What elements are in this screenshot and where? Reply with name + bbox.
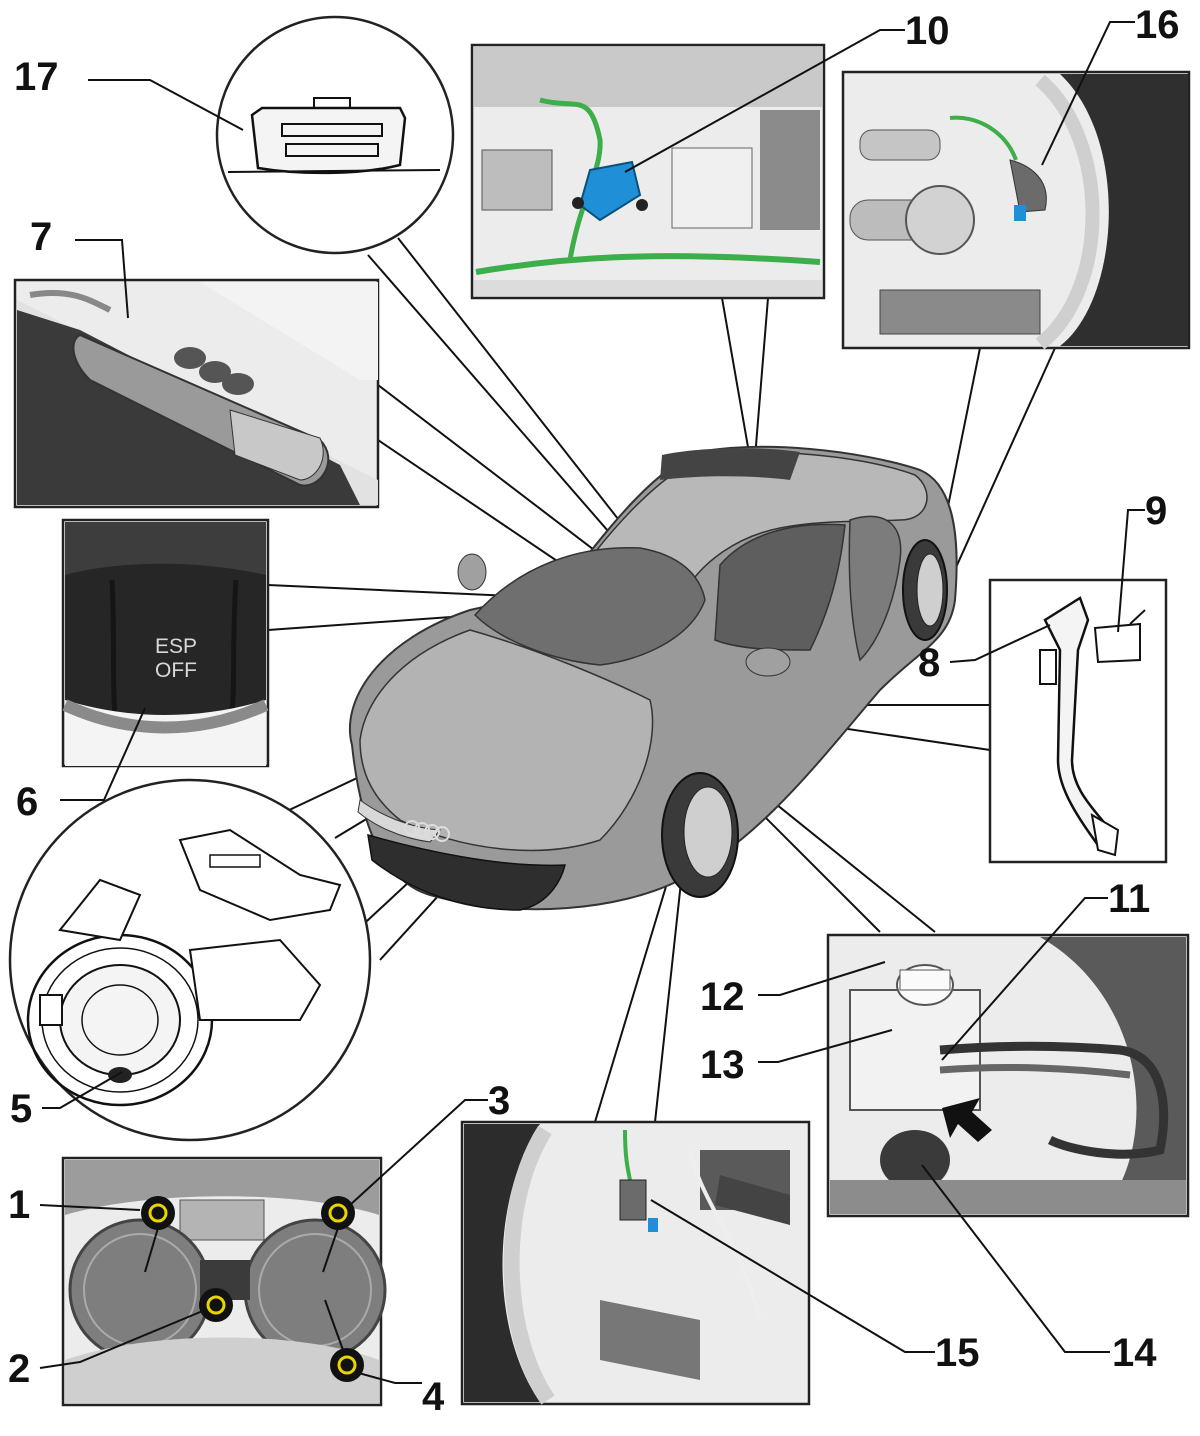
esp-button-text-line1: ESP <box>155 635 197 658</box>
callout-16: 16 <box>1135 3 1180 47</box>
detail-panel-1-4-instrument-cluster <box>61 1156 387 1407</box>
callout-5: 5 <box>10 1087 32 1131</box>
detail-panel-16-rear-sensor <box>841 70 1191 350</box>
detail-panel-8-9-pedal <box>988 578 1168 864</box>
callout-8: 8 <box>918 641 940 685</box>
callout-leaders <box>39 21 1145 1384</box>
callout-numbers: 17 7 6 5 1 2 3 4 10 16 9 8 11 12 13 14 1… <box>8 3 1180 1419</box>
callout-14: 14 <box>1112 1331 1157 1375</box>
callout-4: 4 <box>422 1375 445 1419</box>
detail-panel-11-14-abs-unit <box>826 933 1190 1218</box>
callout-12: 12 <box>700 975 745 1019</box>
callout-6: 6 <box>16 780 38 824</box>
callout-3: 3 <box>488 1079 510 1123</box>
callout-15: 15 <box>935 1331 980 1375</box>
detail-panel-10-sensor <box>470 43 826 300</box>
detail-panel-7-console <box>13 278 380 509</box>
detail-circle-17-connector <box>215 15 455 255</box>
detail-panel-6-esp-button: ESP OFF <box>61 518 270 768</box>
callout-1: 1 <box>8 1183 30 1227</box>
callout-2: 2 <box>8 1347 30 1391</box>
detail-panel-15-front-sensor <box>460 1120 811 1406</box>
car-illustration <box>348 445 958 911</box>
callout-9: 9 <box>1145 489 1167 533</box>
esp-button-text-line2: OFF <box>155 659 197 682</box>
callout-17: 17 <box>14 55 59 99</box>
callout-10: 10 <box>905 9 950 53</box>
callout-13: 13 <box>700 1043 745 1087</box>
detail-circle-5-steering-sensor <box>8 778 372 1142</box>
callout-7: 7 <box>30 215 52 259</box>
callout-11: 11 <box>1108 877 1150 921</box>
